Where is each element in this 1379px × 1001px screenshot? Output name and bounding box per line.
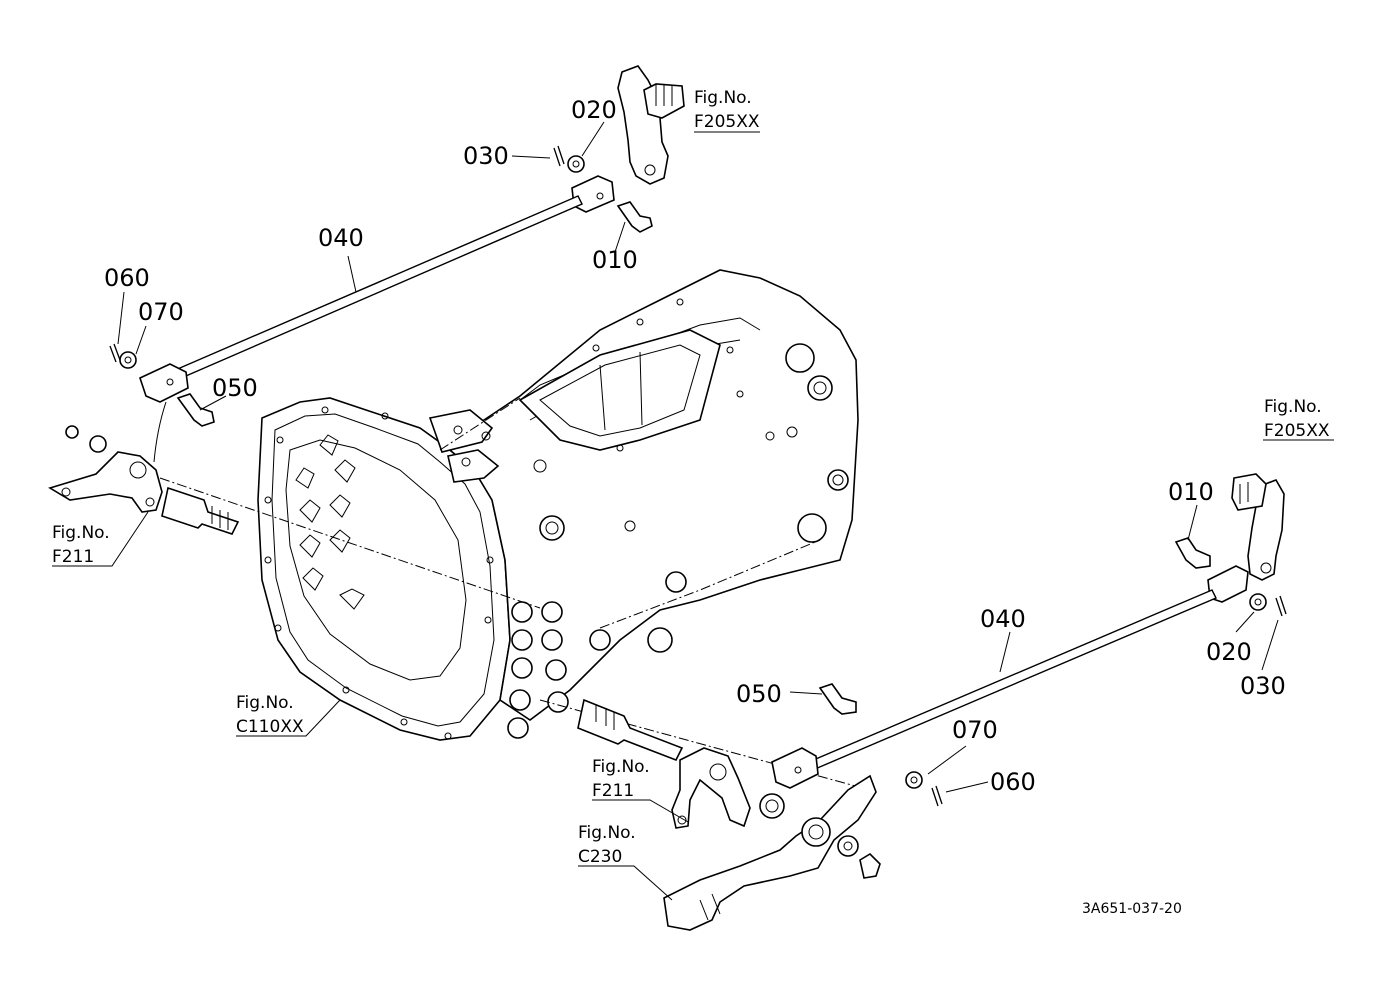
part-labels: 020 030 010 040 060 070 050 010 040 020 … — [104, 96, 1286, 796]
fig-top-right-code: F205XX — [694, 112, 760, 132]
cotter-060-bottom — [931, 785, 943, 807]
leader-lines — [52, 121, 1334, 901]
label-top-030: 030 — [463, 142, 509, 170]
cotter-060-left — [109, 343, 121, 363]
pin-050-bottom — [818, 683, 857, 715]
fig-top-right-prefix: Fig.No. — [694, 88, 752, 108]
fig-bottom-arm-prefix: Fig.No. — [592, 757, 650, 777]
fig-bottom-lever-prefix: Fig.No. — [578, 823, 636, 843]
washer-020-right — [1249, 593, 1267, 611]
label-top-020: 020 — [571, 96, 617, 124]
fig-bottom-arm-code: F211 — [592, 781, 634, 801]
top-rod-assembly — [109, 65, 685, 463]
rod-040-top — [164, 195, 583, 383]
label-bottom-060: 060 — [990, 768, 1036, 796]
fig-housing-code: C110XX — [236, 717, 304, 737]
cotter-030-top — [553, 145, 565, 167]
fig-bottom-lever-code: C230 — [578, 847, 622, 867]
fig-housing-prefix: Fig.No. — [236, 693, 294, 713]
transmission-housing — [257, 269, 859, 741]
right-rod-assembly — [771, 473, 1287, 807]
figure-references: Fig.No. F205XX Fig.No. F205XX Fig.No. F2… — [52, 88, 1330, 867]
washer-070-bottom — [905, 771, 923, 789]
cotter-030-right — [1275, 595, 1287, 617]
label-right-030: 030 — [1240, 672, 1286, 700]
label-right-020: 020 — [1206, 638, 1252, 666]
top-yoke — [571, 175, 615, 213]
washer-020-top — [567, 155, 585, 173]
label-bottom-050: 050 — [736, 680, 782, 708]
fig-left-arm-code: F211 — [52, 547, 94, 567]
fig-left-arm-prefix: Fig.No. — [52, 523, 110, 543]
fig-far-right-code: F205XX — [1264, 421, 1330, 441]
drawing-code: 3A651-037-20 — [1082, 901, 1182, 917]
pin-050-left — [176, 393, 215, 427]
pin-010-top — [616, 201, 653, 233]
bottom-arms — [577, 698, 881, 931]
label-left-070: 070 — [138, 298, 184, 326]
label-bottom-070: 070 — [952, 716, 998, 744]
washer-070-left — [119, 351, 137, 369]
left-yoke — [139, 363, 189, 403]
lower-yoke — [771, 747, 819, 789]
label-top-010: 010 — [592, 246, 638, 274]
fig-far-right-prefix: Fig.No. — [1264, 397, 1322, 417]
label-top-040: 040 — [318, 224, 364, 252]
pin-010-right — [1174, 537, 1211, 569]
label-right-010: 010 — [1168, 478, 1214, 506]
label-left-060: 060 — [104, 264, 150, 292]
left-arm-f211 — [48, 425, 240, 535]
label-right-040: 040 — [980, 605, 1026, 633]
label-left-050: 050 — [212, 374, 258, 402]
